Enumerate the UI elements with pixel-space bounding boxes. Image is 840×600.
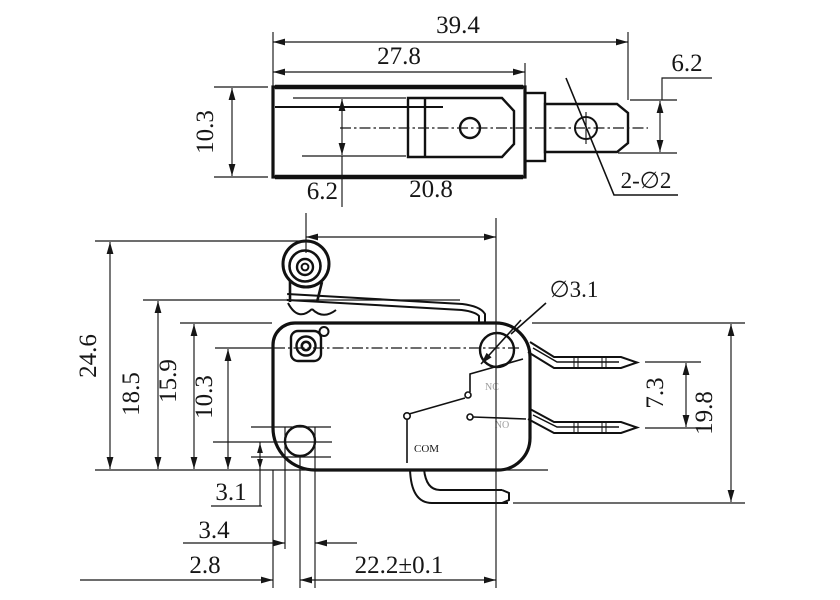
hinge-dot (318, 326, 330, 337)
collar (523, 91, 547, 163)
plunger-housing (406, 96, 516, 159)
dim-front-hinge-h: 10.3 (191, 375, 218, 419)
front-view-dimensions: 20.8 24.6 18.5 15.9 10.3 ∅3.1 3.1 3.4 2.… (75, 176, 745, 588)
label-com: COM (414, 443, 439, 455)
switch-body-front (271, 321, 532, 472)
dim-front-total-h: 24.6 (75, 334, 102, 378)
hinge-grommet (289, 329, 323, 363)
hinge-pin (300, 340, 312, 352)
dim-front-term-gap: 7.3 (642, 377, 669, 408)
hinge-ring (295, 335, 317, 357)
mounting-hole-bottom (283, 424, 317, 458)
blade-tip (464, 391, 472, 399)
label-top-holes: 2-∅2 (621, 168, 672, 193)
roller-bracket-right (315, 281, 324, 303)
lever-spring-arc2 (311, 308, 337, 316)
dim-front-roller-x: 20.8 (409, 176, 453, 203)
dim-top-body-height: 10.3 (192, 110, 219, 154)
dim-front-edge-off: 2.8 (189, 552, 220, 579)
front-view: COM NC NO (215, 239, 641, 504)
dim-top-total-length: 39.4 (436, 12, 480, 39)
dim-front-hole-dia: ∅3.1 (550, 277, 599, 302)
dim-top-plunger: 6.2 (307, 178, 338, 205)
leader-holes (565, 77, 678, 196)
roller-ring (288, 249, 322, 283)
terminal-no (527, 408, 641, 434)
no-lead (472, 416, 527, 420)
dim-front-hole-up: 3.1 (215, 479, 246, 506)
nc-lead (469, 358, 524, 392)
switch-body-side (271, 85, 527, 179)
dim-top-shaft-dia: 6.2 (671, 50, 702, 77)
leader-hole-dia (510, 302, 547, 335)
dim-front-term-h: 19.8 (691, 391, 718, 435)
top-view-dimensions: 39.4 27.8 10.3 6.2 6.2 2-∅2 (192, 12, 712, 207)
contact-blade (408, 397, 466, 415)
dim-front-hole-w: 3.4 (198, 517, 230, 544)
terminal-nc (527, 341, 641, 369)
dim-front-mount-pitch: 22.2±0.1 (355, 552, 444, 579)
roller-axle (300, 262, 310, 272)
lever-arm-inner (286, 295, 484, 322)
dim-front-body-h: 15.9 (155, 359, 182, 403)
top-view (271, 84, 648, 180)
mounting-hole-top (478, 331, 516, 369)
shaft (543, 102, 630, 154)
roller-hub (295, 257, 315, 277)
terminal-com (409, 468, 510, 504)
lever-spring-arc (287, 302, 313, 316)
dim-top-body-length: 27.8 (377, 43, 421, 70)
hole-slash-arrow (480, 319, 522, 365)
no-contact (466, 413, 474, 421)
dim-front-lever-h: 18.5 (118, 372, 145, 416)
label-nc: NC (485, 382, 499, 393)
label-no: NO (495, 420, 509, 431)
